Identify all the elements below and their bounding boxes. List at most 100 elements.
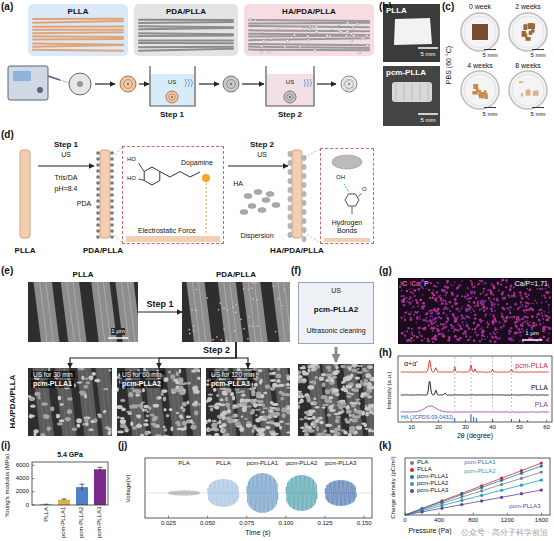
figure-part (495, 334, 497, 336)
axis-tick: 0.125 (317, 520, 332, 527)
figure-part (227, 406, 230, 410)
figure-part (415, 311, 417, 313)
axis-title: Voltage(V) (125, 474, 132, 502)
figure-part (519, 291, 521, 293)
figure-part (420, 286, 422, 288)
figure-part (315, 25, 317, 27)
time-label: 0 week (469, 3, 491, 11)
figure-part (501, 281, 502, 282)
figure-part (179, 378, 184, 383)
figure-part (341, 76, 357, 92)
figure-part (351, 80, 353, 82)
figure-part (428, 310, 430, 312)
figure-part (521, 328, 523, 330)
figure-part (33, 45, 123, 47)
figure-part (368, 428, 372, 432)
figure-part (410, 291, 412, 293)
figure-part (360, 364, 374, 436)
figure-part (241, 394, 246, 397)
figure-part (404, 334, 406, 336)
ultrasound-label: US (257, 151, 267, 159)
figure-part (484, 295, 485, 296)
figure-part (163, 377, 168, 382)
figure-part (503, 318, 505, 320)
figure-part (62, 498, 67, 499)
figure-part (426, 338, 428, 340)
figure-part (527, 303, 529, 305)
figure-part (467, 287, 468, 288)
figure-part (496, 298, 498, 300)
figure-part (248, 204, 256, 209)
panel-letter: (g) (379, 265, 392, 277)
figure-part (473, 417, 474, 422)
figure-part (220, 412, 223, 417)
figure-part (307, 417, 313, 420)
figure-part (208, 479, 239, 507)
figure-part (520, 335, 522, 337)
figure-part (526, 89, 530, 93)
figure-part (542, 288, 544, 290)
figure-part (525, 309, 528, 312)
figure-part (461, 71, 499, 109)
figure-part (286, 475, 317, 511)
figure-part (416, 322, 417, 323)
figure-part (139, 83, 149, 84)
figure-part (405, 463, 541, 515)
figure-part (240, 210, 248, 215)
figure-part (32, 505, 35, 506)
figure-part (309, 410, 316, 413)
value-callout: 5.4 GPa (57, 451, 83, 459)
time-label: 4 weeks (467, 62, 493, 70)
figure-part (290, 37, 292, 39)
axis-tick: 1200 (501, 517, 514, 524)
figure-part (229, 282, 237, 342)
figure-part (143, 423, 149, 427)
figure-part (213, 428, 219, 431)
figure-part (514, 303, 517, 306)
figure-part (461, 306, 462, 307)
condition-label: pH=8.4 (55, 185, 78, 193)
figure-part (315, 30, 317, 32)
figure-part (133, 389, 138, 392)
figure-part (445, 294, 447, 296)
figure-part (544, 313, 545, 314)
scale-label: 5 mm (531, 111, 546, 118)
figure-part (65, 417, 71, 420)
figure-part (330, 379, 334, 382)
figure-part (498, 290, 500, 292)
figure-part (223, 76, 239, 92)
figure-part (350, 33, 352, 35)
figure-part (242, 83, 264, 84)
axis-tick: 0.075 (239, 520, 254, 527)
figure-part (31, 415, 34, 418)
figure-part (434, 335, 437, 338)
node-text: Ultrasonic cleaning (306, 327, 365, 335)
figure-part (461, 280, 462, 281)
process-apparatus (8, 66, 357, 106)
figure-part (97, 413, 101, 415)
figure-part (416, 336, 418, 338)
figure-part (540, 461, 543, 464)
figure-part (289, 96, 291, 98)
figure-part (480, 499, 483, 502)
figure-part (288, 205, 293, 211)
figure-part (179, 369, 181, 374)
figure-part (492, 294, 494, 296)
figure-part (171, 96, 173, 98)
figure-part (409, 298, 411, 300)
figure-part (321, 432, 325, 434)
figure-part (32, 478, 35, 479)
figure-part (350, 40, 352, 42)
figure-part (510, 339, 512, 341)
figure-part (471, 284, 473, 286)
figure-part (479, 279, 482, 282)
figure-part (56, 414, 60, 419)
figure-part (304, 232, 320, 243)
figure-part (521, 297, 523, 299)
figure-part (449, 310, 451, 312)
figure-part (526, 90, 531, 95)
figure-part (168, 491, 199, 496)
figure-part (406, 339, 409, 342)
figure-part (263, 392, 267, 394)
sem-image: US for 30 minpcm-PLLA1 (28, 368, 112, 436)
